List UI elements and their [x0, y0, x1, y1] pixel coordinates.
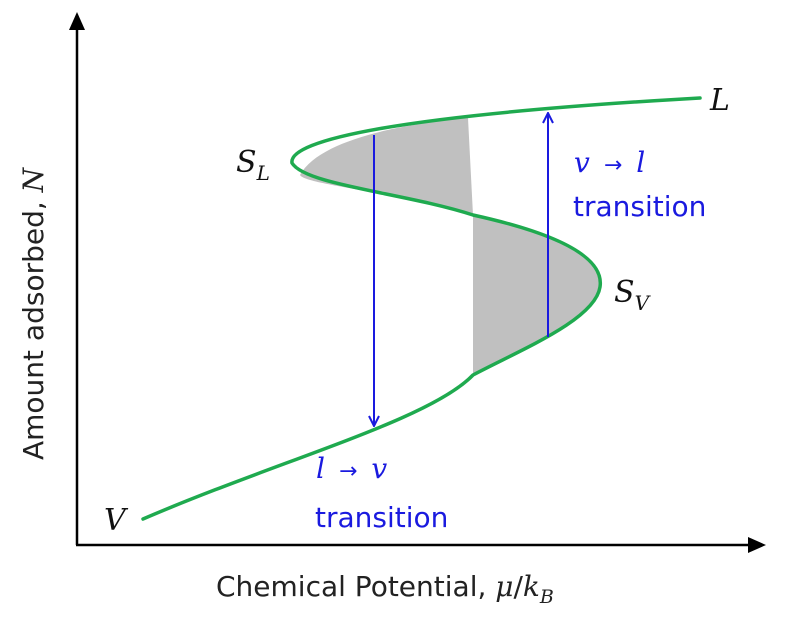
label-liquid-spinodal-sub: L — [256, 161, 270, 185]
x-axis-title: Chemical Potential, μ/kB — [216, 570, 554, 608]
y-axis-title-var: N — [17, 166, 50, 193]
l-to-v-symbols: l → v — [316, 452, 387, 485]
x-axis-title-k: k — [523, 570, 540, 603]
x-axis-title-slash: / — [513, 570, 523, 603]
x-axis-title-text: Chemical Potential, — [216, 570, 495, 603]
label-liquid-spinodal: SL — [236, 145, 270, 185]
label-vapor-spinodal-sub: V — [635, 291, 652, 315]
l-to-v-arrow-glyph: → — [339, 459, 357, 484]
v-to-l-to: l — [636, 146, 645, 179]
y-axis-title-text: Amount adsorbed, — [17, 192, 50, 460]
label-vapor-branch: V — [104, 503, 129, 538]
isotherm-curve — [141, 96, 702, 521]
v-to-l-from: v — [574, 146, 590, 179]
label-vapor-spinodal-main: S — [614, 275, 635, 310]
l-to-v-to: v — [371, 452, 387, 485]
label-liquid-branch: L — [709, 83, 730, 118]
v-to-l-caption: transition — [573, 190, 706, 223]
upper-equal-area-region — [300, 118, 473, 215]
v-to-l-arrow-glyph: → — [604, 153, 622, 178]
label-liquid-spinodal-main: S — [236, 145, 257, 180]
l-to-v-from: l — [316, 452, 325, 485]
y-axis-arrowhead — [69, 12, 85, 30]
x-axis-title-mu: μ — [495, 570, 513, 603]
label-vapor-spinodal: SV — [614, 275, 652, 315]
x-axis-arrowhead — [748, 537, 766, 553]
v-to-l-symbols: v → l — [574, 146, 645, 179]
l-to-v-caption: transition — [315, 501, 448, 534]
y-axis-title: Amount adsorbed, N — [17, 166, 50, 460]
x-axis-title-sub: B — [539, 586, 554, 608]
lower-equal-area-region — [473, 215, 601, 375]
